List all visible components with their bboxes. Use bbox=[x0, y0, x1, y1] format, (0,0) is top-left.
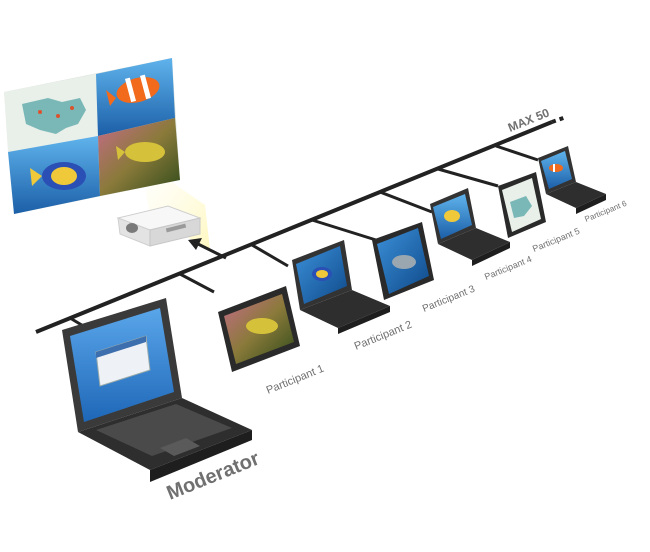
monitor-icon bbox=[498, 172, 546, 238]
participant-3-label: Participant 3 bbox=[421, 284, 477, 315]
projector-icon bbox=[116, 205, 202, 247]
participant-3-device bbox=[372, 222, 434, 300]
participant-4-device bbox=[430, 188, 510, 266]
participant-1-device bbox=[218, 286, 300, 372]
laptop-icon bbox=[430, 188, 510, 266]
participant-1-label: Participant 1 bbox=[265, 363, 326, 397]
network-line bbox=[35, 115, 567, 334]
moderator-laptop bbox=[62, 298, 252, 482]
clownfish-icon bbox=[106, 74, 160, 106]
participant-5-device bbox=[498, 172, 546, 238]
laptop-icon bbox=[538, 146, 606, 214]
monitor-icon bbox=[372, 222, 434, 300]
laptop-icon bbox=[62, 298, 252, 482]
participant-2-device bbox=[292, 240, 390, 334]
reef-fish-icon bbox=[116, 142, 165, 162]
projection-screen bbox=[4, 58, 210, 250]
participant-4-label: Participant 4 bbox=[483, 254, 533, 282]
usa-map-shape bbox=[22, 98, 86, 134]
tang-fish-icon bbox=[30, 162, 86, 190]
participant-5-label: Participant 5 bbox=[531, 226, 581, 254]
laptop-icon bbox=[292, 240, 390, 334]
participant-6-device bbox=[538, 146, 606, 214]
monitor-icon bbox=[218, 286, 300, 372]
